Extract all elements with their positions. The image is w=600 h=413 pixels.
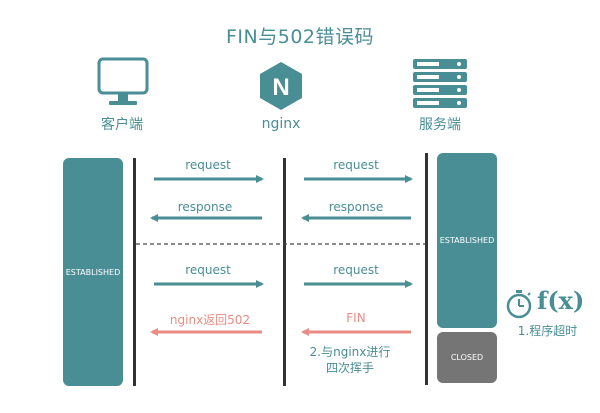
server-label: 服务端 <box>419 117 461 133</box>
client-state-label: ESTABLISHED <box>65 267 121 277</box>
request-2-left-label: request <box>185 263 231 277</box>
response-right-label: response <box>328 200 384 214</box>
fin-label: FIN <box>346 311 366 325</box>
nginx-timeline <box>283 158 286 386</box>
stopwatch-icon <box>506 290 532 319</box>
response-left-label: response <box>177 200 233 214</box>
monitor-icon <box>97 57 149 105</box>
server-established-state: ESTABLISHED <box>437 153 497 328</box>
server-state-label: ESTABLISHED <box>439 236 495 245</box>
client-label: 客户端 <box>101 117 143 133</box>
server-closed-label: CLOSED <box>450 353 484 362</box>
server-timeline <box>425 153 428 385</box>
nginx-logo-icon: N <box>260 62 302 110</box>
handshake-note-line-1: 2.与nginx进行 <box>309 345 391 359</box>
function-fx-icon: f(x) <box>537 286 585 315</box>
nginx-label: nginx <box>261 116 301 132</box>
handshake-note: 2.与nginx进行 四次挥手 <box>290 344 410 376</box>
server-rack-icon <box>413 59 467 108</box>
nginx-logo-letter: N <box>272 74 289 101</box>
request-1-right-label: request <box>333 158 379 172</box>
client-timeline <box>133 158 136 386</box>
diagram-title: FIN与502错误码 <box>225 26 374 48</box>
nginx-502-label: nginx返回502 <box>169 313 251 327</box>
timeout-note: 1.程序超时 <box>517 324 578 338</box>
request-1-left-label: request <box>185 158 231 172</box>
server-closed-state: CLOSED <box>437 332 497 383</box>
handshake-note-line-2: 四次挥手 <box>325 361 374 375</box>
client-established-state: ESTABLISHED <box>63 158 123 386</box>
request-2-right-label: request <box>333 263 379 277</box>
